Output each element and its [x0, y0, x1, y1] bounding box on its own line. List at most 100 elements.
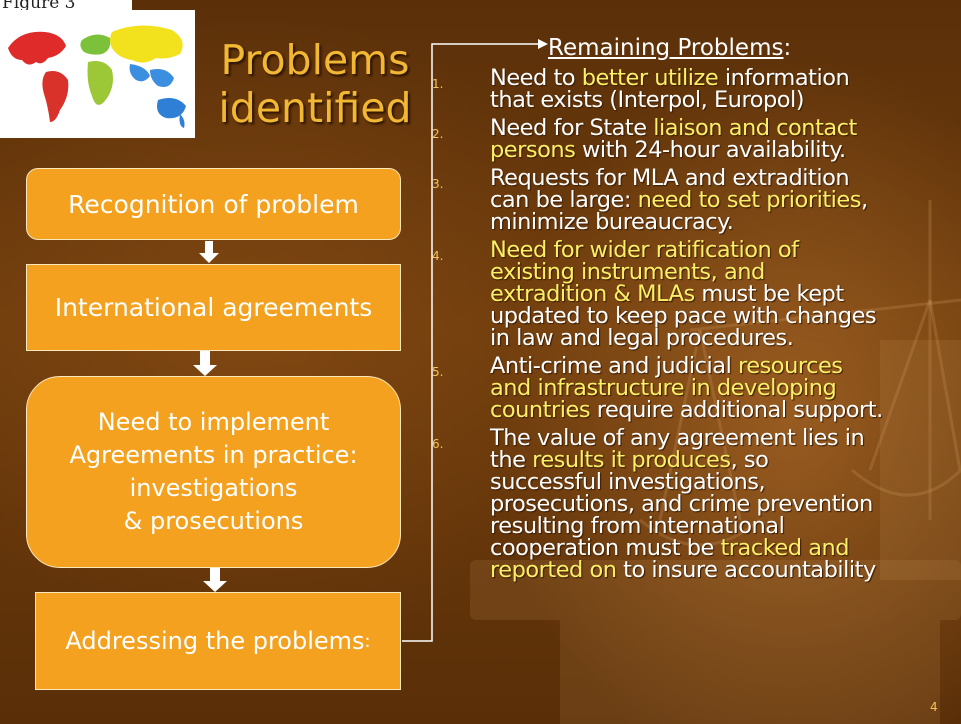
flow-box-agreements: International agreements — [26, 264, 401, 351]
flow-box-implement: Need to implement Agreements in practice… — [26, 376, 401, 568]
problem-line: can be large: need to set priorities, — [490, 187, 961, 213]
world-map-image — [0, 10, 195, 138]
down-arrow-icon — [193, 351, 217, 376]
problem-number: 6. — [432, 437, 444, 451]
problem-line: the results it produces, so — [490, 447, 961, 473]
problem-number: 3. — [432, 177, 444, 191]
text-segment: in law and legal procedures. — [490, 325, 794, 351]
text-segment: must be kept — [694, 281, 844, 307]
heading-text: Remaining Problems — [548, 35, 784, 61]
problem-line: prosecutions, and crime prevention — [490, 491, 961, 517]
problem-line: existing instruments, and — [490, 259, 961, 285]
flow-box-addressing: Addressing the problems: — [35, 592, 401, 690]
problem-line: reported on to insure accountability — [490, 557, 961, 583]
problem-number: 4. — [432, 249, 444, 263]
down-arrow-icon — [203, 568, 227, 592]
problem-line: updated to keep pace with changes — [490, 303, 961, 329]
highlighted-text: persons — [490, 137, 576, 163]
implement-line-2: Agreements in practice: — [69, 441, 358, 469]
text-segment: Need to — [490, 65, 582, 91]
text-segment: Anti-crime and judicial — [490, 353, 738, 379]
text-segment: The value of any agreement lies in — [490, 425, 865, 451]
title-line-2: identified — [218, 84, 412, 132]
problem-line: countries require additional support. — [490, 397, 961, 423]
text-segment: successful investigations, — [490, 469, 766, 495]
problem-line: Need for wider ratification of — [490, 237, 961, 263]
problem-number: 1. — [432, 77, 444, 91]
heading-colon: : — [783, 35, 792, 61]
text-segment: minimize bureaucracy. — [490, 209, 734, 235]
highlighted-text: countries — [490, 397, 591, 423]
problem-line: minimize bureaucracy. — [490, 209, 961, 235]
problem-line: Need to better utilize information — [490, 65, 961, 91]
addressing-text: Addressing the problems — [65, 627, 365, 655]
title-line-1: Problems — [220, 36, 410, 84]
text-segment: with 24-hour availability. — [575, 137, 846, 163]
problem-line: The value of any agreement lies in — [490, 425, 961, 451]
flow-box-recognition: Recognition of problem — [26, 168, 401, 240]
text-segment: Requests for MLA and extradition — [490, 165, 850, 191]
problem-line: successful investigations, — [490, 469, 961, 495]
text-segment: , so — [730, 447, 769, 473]
addressing-colon: : — [364, 630, 371, 652]
problem-line: Need for State liaison and contact — [490, 115, 961, 141]
text-segment: can be large: — [490, 187, 638, 213]
remaining-problems-heading: Remaining Problems: — [548, 35, 791, 61]
highlighted-text: tracked and — [720, 535, 850, 561]
highlighted-text: existing instruments, and — [490, 259, 765, 285]
problem-line: Requests for MLA and extradition — [490, 165, 961, 191]
problem-line: extradition & MLAs must be kept — [490, 281, 961, 307]
text-segment: prosecutions, and crime prevention — [490, 491, 873, 517]
implement-line-4: & prosecutions — [123, 507, 304, 535]
highlighted-text: need to set priorities — [637, 187, 862, 213]
text-segment: to insure accountability — [616, 557, 876, 583]
problem-number: 5. — [432, 365, 444, 379]
problem-line: in law and legal procedures. — [490, 325, 961, 351]
text-segment: the — [490, 447, 533, 473]
implement-line-3: investigations — [129, 474, 298, 502]
problem-number: 2. — [432, 127, 444, 141]
highlighted-text: better utilize — [581, 65, 719, 91]
world-map-icon — [8, 25, 186, 128]
text-segment: updated to keep pace with changes — [490, 303, 877, 329]
connector-arrow — [402, 39, 548, 642]
problem-line: Anti-crime and judicial resources — [490, 353, 961, 379]
implement-line-1: Need to implement — [97, 408, 330, 436]
highlighted-text: results it produces — [532, 447, 731, 473]
highlighted-text: resources — [737, 353, 843, 379]
text-segment: require additional support. — [590, 397, 884, 423]
highlighted-text: extradition & MLAs — [490, 281, 695, 307]
text-segment: resulting from international — [490, 513, 785, 539]
down-arrow-icon — [199, 241, 219, 263]
page-number: 4 — [930, 700, 938, 714]
text-segment: Need for State — [490, 115, 654, 141]
text-segment: cooperation must be — [490, 535, 721, 561]
problem-line: and infrastructure in developing — [490, 375, 961, 401]
text-segment: that exists (Interpol, Europol) — [490, 87, 805, 113]
problem-line: cooperation must be tracked and — [490, 535, 961, 561]
text-segment: , — [860, 187, 868, 213]
slide-title: Problems identified — [210, 36, 420, 132]
highlighted-text: Need for wider ratification of — [490, 237, 799, 263]
highlighted-text: reported on — [490, 557, 617, 583]
highlighted-text: liaison and contact — [653, 115, 857, 141]
text-segment: information — [718, 65, 850, 91]
problem-line: resulting from international — [490, 513, 961, 539]
problem-line: persons with 24-hour availability. — [490, 137, 961, 163]
highlighted-text: and infrastructure in developing — [490, 375, 837, 401]
